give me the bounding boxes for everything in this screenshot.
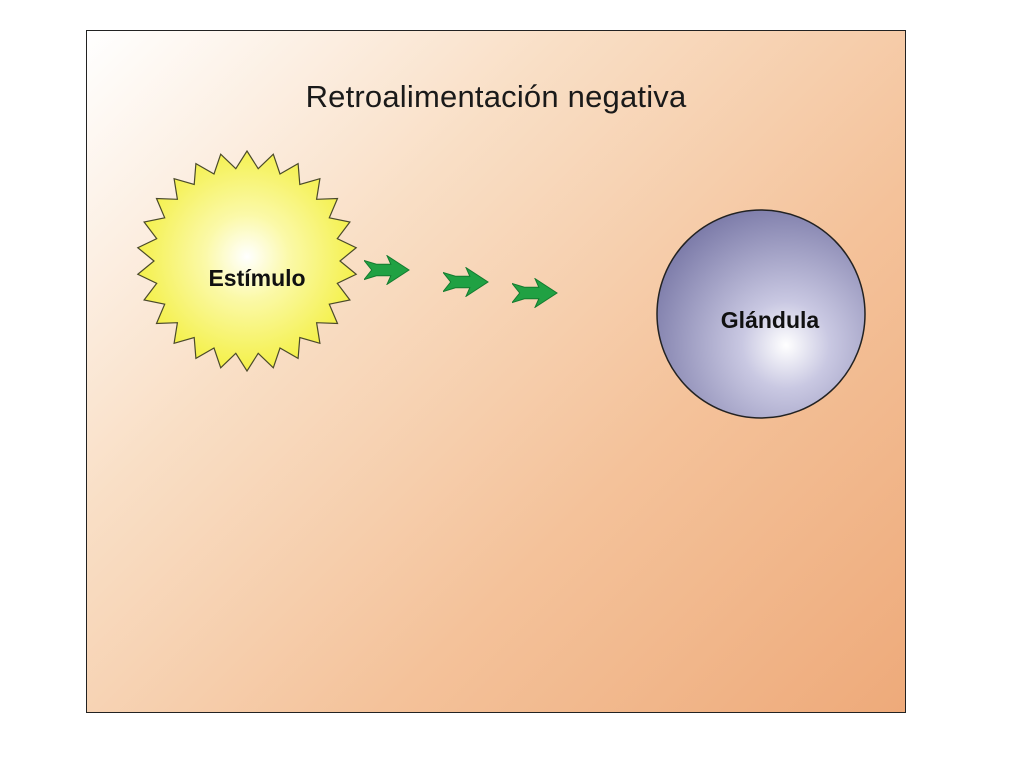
sunburst-shape bbox=[136, 149, 358, 373]
arrow-icon bbox=[443, 267, 489, 297]
diagram-canvas: Estímulo Glándula bbox=[136, 149, 866, 419]
gland-circle bbox=[656, 209, 866, 419]
diagram-title: Retroalimentación negativa bbox=[305, 79, 687, 114]
arrow-icon bbox=[364, 255, 410, 285]
diagram-panel: Retroalimentación negativa Estímulo bbox=[86, 30, 906, 713]
arrow-icon bbox=[512, 278, 558, 308]
stimulus-node: Estímulo bbox=[136, 149, 358, 373]
gland-node: Glándula bbox=[656, 209, 866, 419]
arrow-connector bbox=[364, 255, 558, 308]
stimulus-label: Estímulo bbox=[208, 265, 305, 291]
gland-label: Glándula bbox=[721, 307, 820, 333]
